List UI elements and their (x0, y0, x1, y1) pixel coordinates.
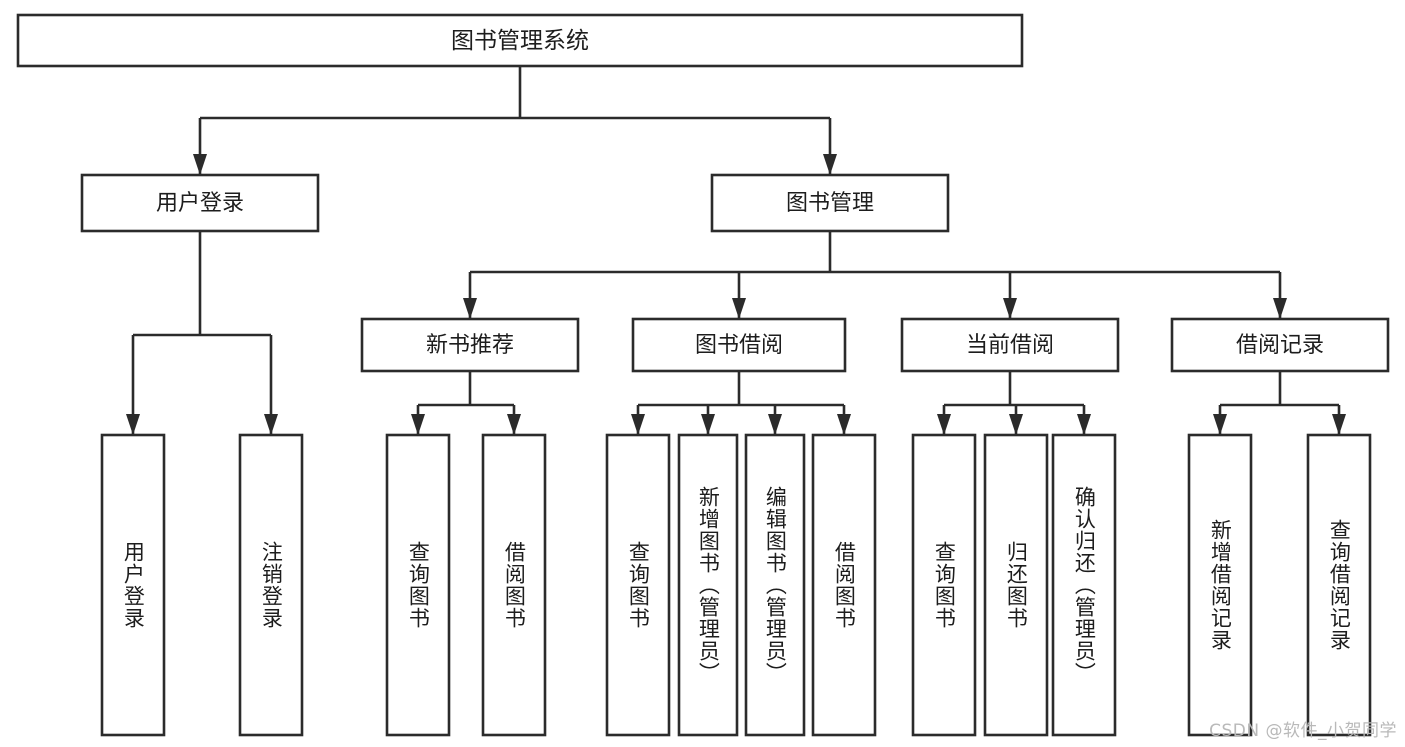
node-box-borrow-record[interactable] (1170, 317, 1390, 373)
arrow-head-icon (507, 414, 521, 435)
arrow-head-icon (411, 414, 425, 435)
arrow-head-icon (837, 414, 851, 435)
arrow-head-icon (823, 154, 837, 175)
node-label-current-borrow: 当前借阅 (966, 333, 1054, 358)
node-box-leaf-return-book[interactable] (983, 433, 1049, 737)
arrow-head-icon (193, 154, 207, 175)
node-box-leaf-query-book-borrow[interactable] (605, 433, 671, 737)
node-box-leaf-query-book-current[interactable] (911, 433, 977, 737)
arrow-head-icon (1332, 414, 1346, 435)
node-box-root[interactable] (16, 13, 1024, 68)
arrow-head-icon (1009, 414, 1023, 435)
node-box-leaf-query-book-rec[interactable] (385, 433, 451, 737)
node-box-leaf-borrow-book[interactable] (811, 433, 877, 737)
node-label-user-login: 用户登录 (156, 191, 244, 216)
arrow-head-icon (732, 298, 746, 319)
node-box-current-borrow[interactable] (900, 317, 1120, 373)
node-box-leaf-user-logout[interactable] (238, 433, 304, 737)
node-box-leaf-confirm-return-admin[interactable] (1051, 433, 1117, 737)
node-box-leaf-query-borrow-record[interactable] (1306, 433, 1372, 737)
node-label-root: 图书管理系统 (451, 28, 589, 54)
arrow-head-icon (701, 414, 715, 435)
node-box-book-manage[interactable] (710, 173, 950, 233)
node-label-borrow-record: 借阅记录 (1236, 333, 1324, 358)
arrow-head-icon (1213, 414, 1227, 435)
watermark-text: CSDN @软件_小贺同学 (1209, 721, 1397, 741)
arrow-head-icon (126, 414, 140, 435)
node-box-leaf-add-book-admin[interactable] (677, 433, 739, 737)
node-label-book-manage: 图书管理 (786, 191, 874, 216)
node-box-new-book-rec[interactable] (360, 317, 580, 373)
arrow-head-icon (1077, 414, 1091, 435)
node-box-book-borrow[interactable] (631, 317, 847, 373)
arrow-head-icon (264, 414, 278, 435)
arrow-head-icon (1003, 298, 1017, 319)
node-box-leaf-edit-book-admin[interactable] (744, 433, 806, 737)
arrow-head-icon (768, 414, 782, 435)
node-box-user-login[interactable] (80, 173, 320, 233)
node-label-book-borrow: 图书借阅 (695, 333, 783, 358)
arrow-head-icon (937, 414, 951, 435)
node-box-leaf-user-login[interactable] (100, 433, 166, 737)
arrow-head-icon (463, 298, 477, 319)
arrow-head-icon (1273, 298, 1287, 319)
node-box-leaf-borrow-book-rec[interactable] (481, 433, 547, 737)
edges-layer (126, 66, 1346, 435)
boxes-layer (16, 13, 1390, 737)
arrow-head-icon (631, 414, 645, 435)
node-box-leaf-add-borrow-record[interactable] (1187, 433, 1253, 737)
node-label-new-book-rec: 新书推荐 (426, 333, 514, 358)
